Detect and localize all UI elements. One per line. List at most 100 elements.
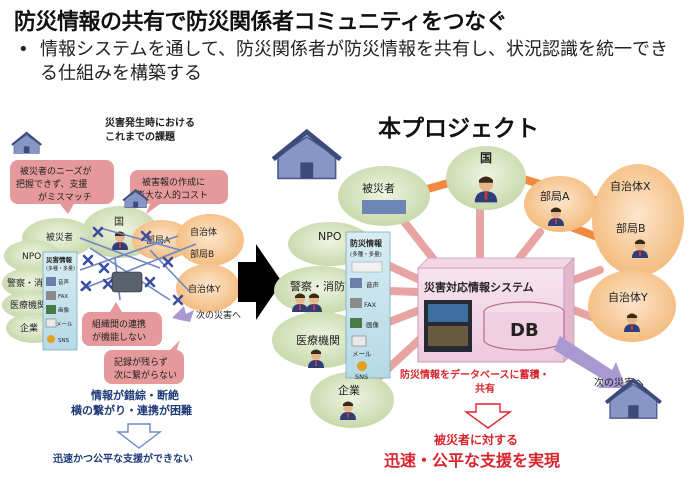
left-node-npo: NPO	[22, 252, 41, 262]
right-node-npo: NPO	[318, 230, 342, 243]
house-icon	[273, 132, 340, 178]
people-group-icon	[362, 200, 406, 214]
callout-records-tail	[170, 340, 180, 352]
left-summary-2: 横の繋がり・連携が困難	[71, 403, 192, 417]
left-info-item-4: SNS	[58, 338, 70, 344]
right-node-company-ellipse	[310, 372, 394, 428]
bullet-marker: •	[18, 39, 29, 60]
right-panel: 本プロジェクト 災害対応情報システム	[272, 116, 684, 470]
callout-coordination-1: 組織間の連携	[92, 318, 146, 330]
camera-icon	[350, 318, 362, 328]
system-label: 災害対応情報システム	[423, 280, 534, 294]
callout-records	[104, 350, 184, 384]
storage-text-1: 防災情報をデータベースに蓄積・	[400, 368, 550, 381]
callout-needs	[10, 160, 114, 204]
cross-mark-icon	[102, 278, 114, 290]
left-heading-2: これまでの課題	[105, 130, 176, 143]
callout-cost-1: 被害報の作成に	[142, 176, 205, 188]
left-info-sub: (多種・多量)	[46, 265, 75, 272]
transition-arrow-icon	[238, 244, 282, 320]
cross-mark-icon	[82, 254, 94, 266]
callout-records-2: 次に繋がらない	[114, 369, 177, 381]
callout-needs-2: 把握できず、支援	[16, 178, 87, 190]
right-node-local-x-ellipse	[592, 164, 684, 276]
right-info-item-2: 画像	[366, 320, 380, 329]
cross-mark-icon	[98, 262, 110, 274]
left-info-item-3: メール	[56, 322, 73, 328]
left-node-local-y-ellipse	[176, 264, 240, 312]
right-info-item-4: SNS	[355, 373, 368, 381]
cross-mark-icon	[144, 276, 156, 288]
left-info-item-1: FAX	[58, 294, 68, 300]
right-info-item-1: FAX	[364, 301, 377, 309]
left-node-victims: 被災者	[46, 231, 73, 243]
left-node-company: 企業	[20, 322, 38, 334]
right-node-company: 企業	[338, 383, 360, 397]
left-node-local-x: 自治体	[190, 226, 217, 238]
right-info-title: 防災情報	[350, 238, 383, 248]
camera-icon	[46, 305, 56, 314]
house-icon	[10, 131, 43, 155]
result-text-2: 迅速・公平な支援を実現	[384, 451, 560, 470]
storage-text-2: 共有	[475, 382, 495, 395]
right-node-dept-a: 部局A	[540, 189, 570, 203]
callout-cost-tail	[146, 204, 160, 214]
left-conclusion: 迅速かつ公平な支援ができない	[53, 452, 193, 465]
left-node-country: 国	[114, 216, 124, 228]
envelope-icon	[45, 318, 57, 328]
fax-icon	[350, 298, 362, 308]
left-panel: 災害発生時における これまでの課題 国 被災者 部局A 自治体 部局B 自治体Y…	[2, 116, 244, 465]
page-title: 防災情報の共有で防災関係者コミュニティをつなぐ	[14, 10, 508, 35]
right-node-medical-ellipse	[272, 312, 368, 368]
callout-coordination-tail	[110, 302, 122, 312]
right-node-local-y: 自治体Y	[608, 290, 648, 304]
left-info-item-2: 画像	[58, 306, 70, 314]
left-info-item-0: 音声	[58, 278, 70, 286]
right-node-police: 警察・消防	[290, 279, 345, 293]
left-node-medical: 医療機関	[10, 299, 46, 311]
right-heading: 本プロジェクト	[378, 116, 539, 142]
left-node-dept-b: 部局B	[190, 248, 214, 260]
right-node-local-y-ellipse	[588, 270, 676, 342]
db-label: DB	[510, 320, 539, 341]
result-text-1: 被災者に対する	[434, 432, 518, 447]
right-node-victims: 被災者	[362, 182, 395, 195]
callout-coordination-2: が機能しない	[92, 331, 146, 343]
left-node-local-y: 自治体Y	[188, 283, 221, 295]
phone-icon	[350, 278, 362, 288]
left-info-panel	[42, 251, 78, 351]
sns-icon	[357, 361, 367, 371]
left-heading-1: 災害発生時における	[104, 116, 195, 129]
left-node-police: 警察・消防	[7, 277, 52, 289]
right-node-country: 国	[480, 151, 492, 165]
callout-cost-2: 膨大な人的コスト	[136, 189, 208, 201]
left-next-arrow-icon	[172, 306, 194, 322]
right-next-arrow-icon	[554, 336, 626, 388]
lead-text: 情報システムを通して、防災関係者が防災情報を共有し、状況認識を統一できる仕組みを…	[40, 39, 669, 84]
left-node-local-x-ellipse	[176, 214, 244, 266]
sns-icon	[47, 335, 55, 343]
left-next-disaster: 次の災害へ	[196, 309, 241, 321]
callout-coordination	[82, 312, 162, 346]
monitor-icon	[111, 271, 143, 293]
fax-icon	[46, 291, 56, 300]
right-node-medical: 医療機関	[296, 333, 340, 347]
callout-cost	[130, 170, 228, 204]
right-info-sub: (多種・多量)	[350, 250, 382, 258]
callout-records-1: 記録が残らず	[114, 356, 168, 368]
right-node-dept-b: 部局B	[616, 221, 646, 235]
left-info-title: 災害情報	[45, 255, 73, 264]
phone-icon	[46, 277, 56, 286]
envelope-icon	[351, 335, 367, 347]
arrow-icon	[115, 423, 163, 449]
right-node-victims-ellipse	[338, 166, 430, 226]
left-summary-1: 情報が錯綜・断絶	[91, 388, 179, 402]
arrow-icon	[463, 403, 513, 429]
right-info-item-0: 音声	[366, 280, 380, 289]
right-node-dept-a-ellipse	[524, 176, 596, 232]
right-node-local-x: 自治体X	[610, 179, 651, 193]
callout-needs-1: 被災者のニーズが	[20, 165, 92, 177]
people-group-icon	[351, 261, 383, 273]
callout-needs-tail	[60, 204, 74, 214]
